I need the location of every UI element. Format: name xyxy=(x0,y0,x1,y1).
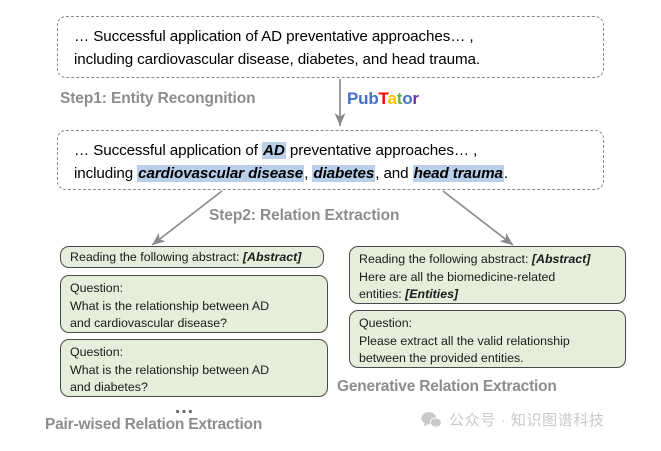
annotated-sentence-line-1: … Successful application of AD preventat… xyxy=(74,139,589,162)
question-box-2-line-1: Question: xyxy=(70,345,124,359)
annotated-line2-pre: including xyxy=(74,165,138,183)
pubtator-letter-a: a xyxy=(387,89,397,108)
pairwise-ellipsis: … xyxy=(174,396,196,418)
pairwise-caption: Pair-wised Relation Extraction xyxy=(45,416,263,433)
abstract-placeholder-2: [Abstract] xyxy=(531,252,591,266)
entity-diabetes: diabetes xyxy=(312,165,376,183)
entity-head-trauma: head trauma xyxy=(412,165,504,183)
abstract-placeholder: [Abstract] xyxy=(242,250,302,264)
watermark: 公众号 · 知识图谱科技 xyxy=(421,409,605,430)
watermark-text: 公众号 · 知识图谱科技 xyxy=(449,412,605,429)
question-box-1-line-3: and cardiovascular disease? xyxy=(70,316,228,331)
abstract-entities-line-3: entities: [Entities] xyxy=(359,286,616,304)
generative-caption: Generative Relation Extraction xyxy=(337,378,557,395)
abstract-box: Reading the following abstract: [Abstrac… xyxy=(60,246,324,268)
question-box-1-line-1: Question: xyxy=(70,281,124,295)
abstract-entities-line-2: Here are all the biomedicine-related xyxy=(359,269,556,284)
pubtator-letter-t: t xyxy=(396,89,403,108)
annotated-sentence: … Successful application of AD preventat… xyxy=(74,139,589,185)
question-box-2-line-2: What is the relationship between AD xyxy=(70,362,270,377)
input-sentence: … Successful application of AD preventat… xyxy=(74,25,589,71)
annotated-line2-mid1: , xyxy=(304,165,313,183)
question-box-3-line-2: Please extract all the valid relationshi… xyxy=(359,333,570,348)
annotated-line2-post: . xyxy=(503,165,508,183)
arrow-step2-right xyxy=(442,190,514,246)
input-sentence-line-1: … Successful application of AD preventat… xyxy=(74,28,474,45)
pubtator-letter-u: u xyxy=(358,89,369,108)
question-box-3: Question: Please extract all the valid r… xyxy=(349,310,626,368)
abstract-entities-box: Reading the following abstract: [Abstrac… xyxy=(349,246,626,304)
input-abstract-box: … Successful application of AD preventat… xyxy=(57,16,604,78)
question-box-3-line-3: between the provided entities. xyxy=(359,351,524,366)
wechat-icon xyxy=(421,411,442,429)
pubtator-letter-r: r xyxy=(412,89,419,108)
abstract-box-line-1: Reading the following abstract: [Abstrac… xyxy=(70,249,314,267)
annotated-sentence-line-2: including cardiovascular disease, diabet… xyxy=(74,162,589,185)
annotated-abstract-box: … Successful application of AD preventat… xyxy=(57,130,604,190)
input-sentence-line-2: including cardiovascular disease, diabet… xyxy=(74,51,481,69)
abstract-entities-line-1-text: Reading the following abstract: xyxy=(359,252,532,266)
pubtator-letter-T: T xyxy=(378,89,388,108)
pubtator-logo: PubTator xyxy=(347,89,419,109)
pubtator-letter-P: P xyxy=(347,89,359,108)
entity-ad: AD xyxy=(262,142,286,159)
step1-label: Step1: Entity Recongnition xyxy=(60,90,256,107)
annotated-line2-mid2: , and xyxy=(375,165,413,183)
abstract-box-line-1-text: Reading the following abstract: xyxy=(70,250,243,264)
annotated-line1-post: preventative approaches… , xyxy=(285,142,478,159)
question-box-1-line-2: What is the relationship between AD xyxy=(70,298,270,313)
question-box-2-line-3: and diabetes? xyxy=(70,380,148,395)
abstract-entities-line-3-text: entities: xyxy=(359,287,406,302)
abstract-entities-line-1: Reading the following abstract: [Abstrac… xyxy=(359,251,616,269)
entities-placeholder: [Entities] xyxy=(405,287,459,302)
question-box-1: Question: What is the relationship betwe… xyxy=(60,275,328,333)
annotated-line1-pre: … Successful application of xyxy=(74,142,262,159)
pubtator-letter-o: o xyxy=(402,89,413,108)
question-box-2: Question: What is the relationship betwe… xyxy=(60,339,328,397)
pubtator-letter-b: b xyxy=(368,89,379,108)
entity-cardiovascular-disease: cardiovascular disease xyxy=(137,165,305,183)
step2-label: Step2: Relation Extraction xyxy=(209,207,400,224)
question-box-3-line-1: Question: xyxy=(359,316,413,330)
